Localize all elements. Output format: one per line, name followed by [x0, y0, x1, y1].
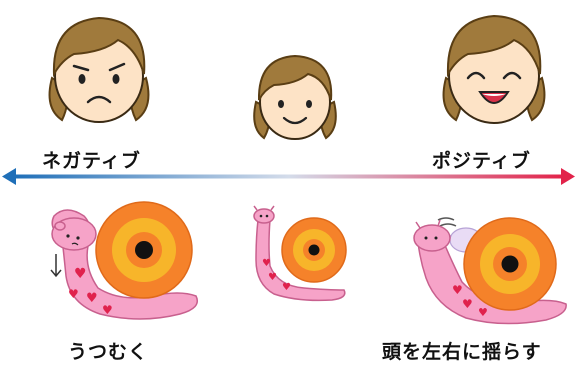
svg-text:♥: ♥ [102, 303, 113, 317]
svg-text:♥: ♥ [452, 283, 463, 297]
snail-shaking-head: ♥ ♥ ♥ [413, 217, 567, 325]
caption-shaking-head: 頭を左右に揺らす [382, 341, 542, 363]
neutral-face [253, 54, 337, 140]
svg-text:♥: ♥ [86, 291, 98, 306]
svg-text:♥: ♥ [262, 258, 271, 269]
snail-neutral: ♥ ♥ ♥ [253, 205, 347, 302]
positive-label: ポジティブ [432, 150, 531, 172]
svg-text:♥: ♥ [74, 266, 87, 282]
positive-face [442, 14, 546, 124]
svg-text:♥: ♥ [68, 287, 79, 301]
snail-looking-down: ♥ ♥ ♥ ♥ [50, 201, 198, 320]
sentiment-arrow [2, 168, 575, 185]
svg-text:♥: ♥ [282, 282, 291, 293]
svg-text:♥: ♥ [462, 297, 473, 311]
negative-label: ネガティブ [42, 150, 141, 172]
svg-text:♥: ♥ [268, 272, 277, 283]
caption-looking-down: うつむく [68, 341, 149, 363]
negative-face [48, 16, 150, 123]
svg-text:♥: ♥ [478, 306, 488, 319]
